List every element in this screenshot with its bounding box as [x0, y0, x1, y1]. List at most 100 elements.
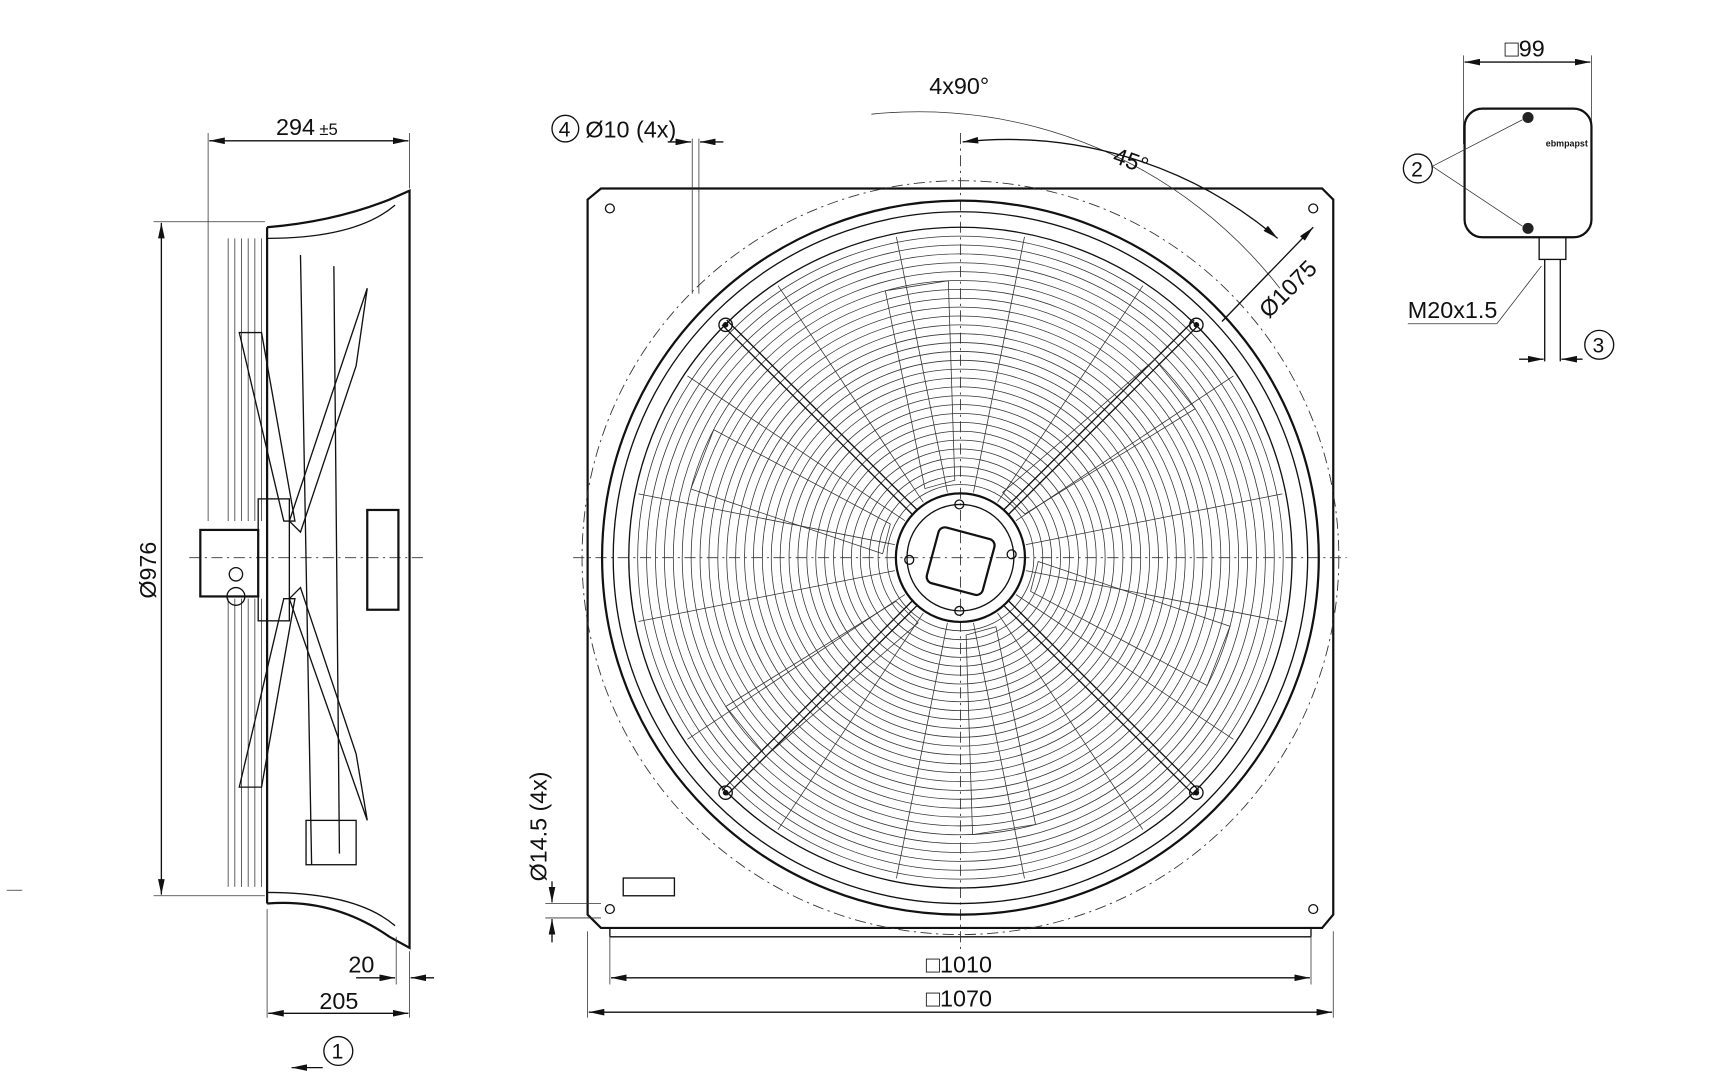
grill-ring	[833, 430, 1088, 685]
callout-4-label: 4	[559, 118, 571, 141]
grill-ring	[690, 288, 1231, 827]
front-view	[573, 133, 1347, 954]
depth-dim: 205	[319, 988, 358, 1014]
grill-ring	[842, 439, 1079, 676]
bolt-circle	[581, 180, 1340, 936]
grill-wire	[638, 570, 896, 622]
angle-pattern: 4x90°	[929, 73, 989, 99]
grill-ring	[850, 448, 1070, 667]
grill-ring	[806, 404, 1115, 712]
grill-ring	[824, 421, 1097, 694]
grill-ring	[868, 466, 1053, 649]
grill-ring	[735, 333, 1186, 782]
grill-strut	[721, 324, 913, 515]
grill-ring	[646, 244, 1275, 871]
grill-wire	[896, 236, 948, 493]
mount-bolt	[722, 322, 729, 328]
mounting-plate	[586, 187, 1335, 930]
grill-ring	[797, 395, 1124, 720]
grill-strut	[1007, 600, 1200, 791]
hub	[366, 508, 400, 611]
bolt-circle-dim: Ø1075	[1254, 255, 1322, 323]
grill-strut	[726, 319, 918, 511]
grill-ring	[859, 457, 1061, 658]
grill-wire	[973, 236, 1025, 493]
brand-text: ebmpapst	[1546, 138, 1588, 148]
terminal-box: □99 ebmpapst 2 M20x1.5 3	[1402, 36, 1615, 363]
grill-ring	[717, 315, 1204, 800]
grill-ring	[681, 280, 1240, 836]
callout-4	[551, 114, 580, 143]
thread-label: M20x1.5	[1408, 297, 1498, 323]
fan-blade	[884, 280, 956, 490]
corner-hole	[1308, 903, 1319, 915]
grill-wire	[687, 375, 906, 522]
grill-wire	[1025, 493, 1283, 546]
callout-1	[323, 1035, 354, 1067]
grill-ring	[753, 351, 1168, 765]
grill-strut	[1003, 319, 1195, 511]
grill-ring	[744, 342, 1177, 774]
fan-blade	[1002, 358, 1196, 515]
mount-bolt	[1193, 322, 1200, 328]
grill-wire	[638, 493, 896, 546]
cable-gland	[1538, 236, 1567, 261]
hub-screw	[954, 499, 965, 510]
grill-wire	[1015, 375, 1234, 522]
fan-blade	[690, 429, 891, 555]
mount-bolt	[1193, 789, 1200, 796]
screw-bottom	[1522, 222, 1534, 234]
grill-wire	[997, 612, 1144, 830]
mount-bolt	[722, 789, 729, 796]
grill-ring	[779, 377, 1142, 738]
grill-ring	[708, 306, 1213, 809]
side-view	[6, 188, 423, 950]
corner-hole	[604, 203, 615, 214]
mount-hole	[718, 317, 733, 333]
callout-3	[1584, 329, 1615, 360]
grill-wire	[997, 285, 1144, 503]
grill-wire	[1015, 594, 1234, 740]
grill-ring	[726, 324, 1195, 791]
mount-hole	[1189, 785, 1204, 800]
flange-dim: 20	[348, 951, 374, 977]
fan-blade	[1030, 561, 1231, 687]
hub-screw	[954, 605, 965, 616]
screw-top	[1522, 111, 1534, 124]
mount-hole	[718, 785, 733, 800]
callout-2	[1402, 153, 1433, 184]
grill-wire	[896, 622, 948, 879]
grill-strut	[726, 604, 918, 796]
mount-hole	[1189, 317, 1204, 333]
diameter-dim: Ø976	[135, 542, 161, 599]
motor-body	[199, 528, 260, 598]
hub	[894, 492, 1027, 624]
grill-ring	[655, 253, 1266, 862]
corner-hole-dim: Ø14.5 (4x)	[525, 771, 551, 881]
grill-ring	[672, 271, 1248, 845]
grill-ring	[637, 235, 1284, 880]
grill-strut	[1007, 324, 1200, 515]
callout-3-label: 3	[1593, 335, 1605, 358]
grill-wire	[973, 622, 1025, 879]
grill-ring	[788, 386, 1133, 729]
grill-ring	[770, 368, 1151, 747]
grill-wire	[777, 285, 924, 503]
box-size-dim: □99	[1505, 36, 1545, 62]
angle-45: 45°	[1110, 142, 1152, 178]
label-plate	[622, 877, 676, 897]
grill-ring	[664, 262, 1257, 853]
callout-1-label: 1	[332, 1041, 344, 1064]
fan-blade	[965, 626, 1037, 836]
grill-ring	[877, 475, 1044, 641]
hole-dim: Ø10 (4x)	[585, 117, 676, 143]
box-body	[1463, 107, 1593, 239]
grill-ring	[815, 413, 1106, 703]
grill-ring	[761, 359, 1159, 756]
grill-wire	[1025, 570, 1283, 622]
outer-square-dim: □1070	[926, 986, 992, 1012]
corner-hole	[1308, 203, 1319, 214]
hub-screw	[904, 554, 915, 565]
motor-terminal	[925, 526, 996, 597]
